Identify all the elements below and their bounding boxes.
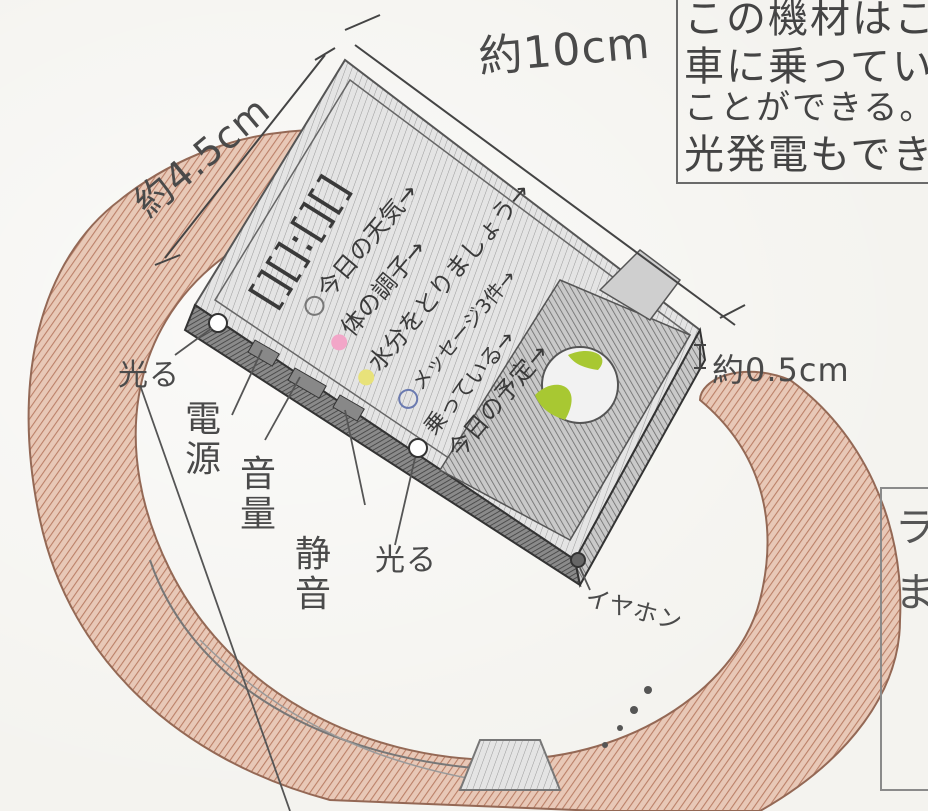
mute-label: 静音	[295, 534, 333, 615]
side-buttons	[208, 313, 586, 568]
note-line-3: ことができる。	[684, 88, 928, 128]
dimension-lines	[154, 14, 746, 369]
glow-light-left	[208, 313, 228, 333]
note-box	[676, 0, 928, 184]
watch-strap	[27, 128, 902, 811]
strap-buckle	[458, 739, 562, 791]
note-line-4: 光発電もでき	[684, 132, 928, 178]
note-line-2: 車に乗っている	[684, 44, 928, 90]
glow-left-label: 光る	[118, 358, 180, 393]
side-note-line-1: ラ	[895, 505, 928, 551]
device-body	[183, 58, 707, 588]
volume-button	[287, 367, 327, 399]
volume-label: 音量	[240, 454, 278, 535]
earphone-jack	[570, 552, 586, 568]
glow-bottom-label: 光る	[375, 543, 437, 578]
power-label: 電源	[185, 399, 223, 480]
leader-lines	[139, 327, 591, 811]
side-note-line-2: ま	[895, 570, 928, 616]
globe-icon	[535, 346, 619, 424]
depth-dimension-label: 約0.5cm	[712, 351, 850, 389]
glow-light-bottom	[408, 438, 428, 458]
power-button	[247, 339, 280, 367]
side-note-box	[880, 487, 928, 791]
note-line-1: この機材はこの	[684, 0, 928, 42]
